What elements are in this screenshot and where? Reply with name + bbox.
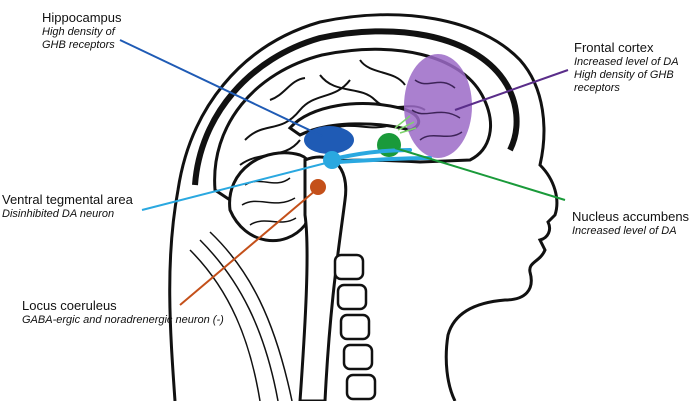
- hippocampus-leader-line: [119, 39, 323, 137]
- locus-coeruleus-leader-line: [179, 189, 317, 306]
- frontal-cortex-leader-line: [454, 69, 569, 111]
- frontal-cortex-gyri: [411, 79, 463, 141]
- nucleus-accumbens-label: Nucleus accumbens Increased level of DA: [572, 209, 689, 238]
- nucleus-accumbens-name: Nucleus accumbens: [572, 209, 689, 224]
- ventral-tegmental-area-desc-1: Disinhibited DA neuron: [2, 207, 115, 220]
- hippocampus-name: Hippocampus: [42, 10, 122, 25]
- frontal-cortex-label: Frontal cortex Increased level of DA Hig…: [574, 40, 679, 95]
- nucleus-accumbens-region: [377, 133, 401, 157]
- skull-line: [192, 28, 520, 186]
- frontal-cortex-region: [404, 54, 472, 158]
- nucleus-accumbens-leader-line: [394, 147, 566, 201]
- ventral-tegmental-area-name: Ventral tegmental area: [2, 192, 133, 207]
- locus-coeruleus-name: Locus coeruleus: [22, 298, 117, 313]
- hippocampus-desc-1: High density of: [42, 25, 115, 38]
- ventral-tegmental-area-label: Ventral tegmental area Disinhibited DA n…: [2, 192, 133, 221]
- brainstem: [298, 155, 348, 401]
- nucleus-accumbens-desc-1: Increased level of DA: [572, 224, 677, 237]
- hippocampus-label: Hippocampus High density of GHB receptor…: [42, 10, 122, 52]
- neck-lines: [189, 231, 293, 401]
- ventral-tegmental-area-leader-line: [141, 162, 327, 211]
- frontal-cortex-desc-1: Increased level of DA: [574, 55, 679, 68]
- frontal-cortex-name: Frontal cortex: [574, 40, 654, 55]
- frontal-cortex-desc-3: receptors: [574, 81, 620, 94]
- ventral-tegmental-area-region: [323, 151, 341, 169]
- hippocampus-desc-2: GHB receptors: [42, 38, 115, 51]
- spine-vertebrae: [333, 253, 377, 401]
- nucleus-accumbens-fibers: [394, 115, 417, 134]
- locus-coeruleus-label: Locus coeruleus GABA-ergic and noradrene…: [22, 298, 224, 327]
- locus-coeruleus-desc-1: GABA-ergic and noradrenergic neuron (-): [22, 313, 224, 326]
- frontal-cortex-desc-2: High density of GHB: [574, 68, 674, 81]
